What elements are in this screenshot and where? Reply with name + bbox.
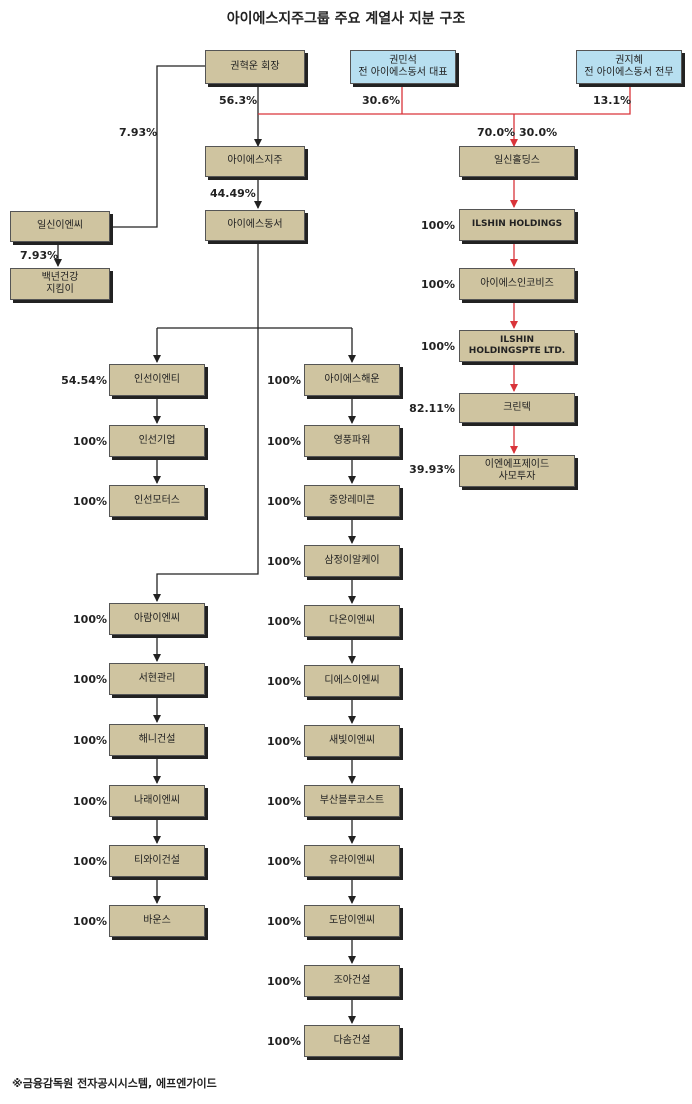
- node-enf-private: 이엔에프제이드 사모투자: [459, 455, 575, 487]
- right-chain-node: 부산블루코스트: [304, 785, 400, 817]
- right-chain-pct: 100%: [267, 795, 301, 808]
- left-b-pct: 100%: [73, 855, 107, 868]
- chart-title: 아이에스지주그룹 주요 계열사 지분 구조: [226, 11, 466, 27]
- pct-jihye: 13.1%: [593, 94, 632, 107]
- node-is-holdings: 아이에스지주: [205, 146, 305, 177]
- right-chain-node: 디에스이엔씨: [304, 665, 400, 697]
- right-chain-pct: 100%: [267, 374, 301, 387]
- right-chain-node: 조아건설: [304, 965, 400, 997]
- left-b-node: 바운스: [109, 905, 205, 937]
- left-b-node: 서현관리: [109, 663, 205, 695]
- pct-crentech: 82.11%: [409, 402, 455, 415]
- pct-ilsin-hd-b: 30.0%: [519, 126, 558, 139]
- pct-ilshin-holdings: 100%: [421, 219, 455, 232]
- node-is-incobiz: 아이에스인코비즈: [459, 268, 575, 300]
- right-chain-pct: 100%: [267, 1035, 301, 1048]
- pct-holdings-dongseo: 44.49%: [210, 187, 256, 200]
- pct-kwon-holdings: 56.3%: [219, 94, 258, 107]
- line-dongseo-leftb: [153, 328, 259, 602]
- pct-ilsin-baeknyeon: 7.93%: [20, 249, 59, 262]
- node-crentech: 크린텍: [459, 393, 575, 423]
- pct-enf-private: 39.93%: [409, 463, 455, 476]
- right-chain-pct: 100%: [267, 975, 301, 988]
- left-b-pct: 100%: [73, 673, 107, 686]
- left-a-pct: 54.54%: [61, 374, 107, 387]
- right-chain-node: 중앙레미콘: [304, 485, 400, 517]
- right-chain-node: 삼정이알케이: [304, 545, 400, 577]
- node-is-dongseo: 아이에스동서: [205, 210, 305, 241]
- right-chain-pct: 100%: [267, 615, 301, 628]
- right-chain-pct: 100%: [267, 915, 301, 928]
- right-chain-pct: 100%: [267, 435, 301, 448]
- right-chain-node: 아이에스해운: [304, 364, 400, 396]
- right-chain-pct: 100%: [267, 855, 301, 868]
- line-jihye: [258, 84, 631, 115]
- source-note: ※금융감독원 전자공시시스템, 에프엔가이드: [12, 1077, 217, 1090]
- right-chain-pct: 100%: [267, 495, 301, 508]
- right-chain-pct: 100%: [267, 735, 301, 748]
- left-b-pct: 100%: [73, 613, 107, 626]
- node-ilshin-holdings: ILSHIN HOLDINGS: [459, 209, 575, 241]
- right-chain-node: 새빛이엔씨: [304, 725, 400, 757]
- pct-minseok: 30.6%: [362, 94, 401, 107]
- left-b-node: 해니건설: [109, 724, 205, 756]
- left-b-pct: 100%: [73, 795, 107, 808]
- left-a-pct: 100%: [73, 435, 107, 448]
- node-ilsin-hd: 일신홀딩스: [459, 146, 575, 177]
- right-chain-pct: 100%: [267, 675, 301, 688]
- left-a-pct: 100%: [73, 495, 107, 508]
- left-b-pct: 100%: [73, 734, 107, 747]
- node-kwon-minseok: 권민석 전 아이에스동서 대표: [350, 50, 456, 84]
- node-ilsin-enc: 일신이엔씨: [10, 211, 110, 242]
- node-ilshin-pte: ILSHIN HOLDINGSPTE LTD.: [459, 330, 575, 362]
- left-b-node: 나래이엔씨: [109, 785, 205, 817]
- left-a-node: 인선이엔티: [109, 364, 205, 396]
- pct-ilsin-hd-a: 70.0%: [477, 126, 516, 139]
- right-chain-node: 유라이엔씨: [304, 845, 400, 877]
- left-a-node: 인선모터스: [109, 485, 205, 517]
- left-a-node: 인선기업: [109, 425, 205, 457]
- pct-kwon-ilsin: 7.93%: [119, 126, 158, 139]
- pct-is-incobiz: 100%: [421, 278, 455, 291]
- line-kwon-ilsin: [110, 65, 205, 228]
- left-b-pct: 100%: [73, 915, 107, 928]
- node-baeknyeon: 백년건강 지킴이: [10, 268, 110, 300]
- left-b-node: 티와이건설: [109, 845, 205, 877]
- left-b-node: 아람이엔씨: [109, 603, 205, 635]
- right-chain-node: 다온이엔씨: [304, 605, 400, 637]
- node-kwon-jihye: 권지혜 전 아이에스동서 전무: [576, 50, 682, 84]
- right-chain-node: 도담이엔씨: [304, 905, 400, 937]
- node-kwon-hyukwoon: 권혁운 회장: [205, 50, 305, 84]
- pct-ilshin-pte: 100%: [421, 340, 455, 353]
- right-chain-node: 다솜건설: [304, 1025, 400, 1057]
- right-chain-pct: 100%: [267, 555, 301, 568]
- right-chain-node: 영풍파워: [304, 425, 400, 457]
